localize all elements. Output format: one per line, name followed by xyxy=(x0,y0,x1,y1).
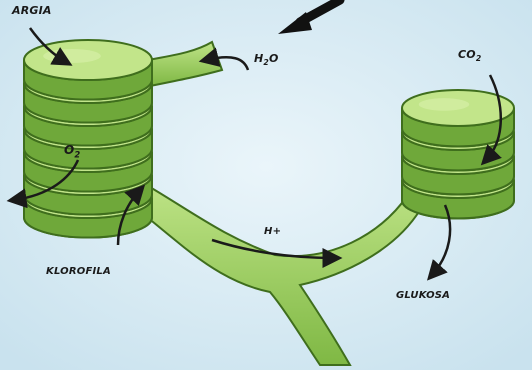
label-klorofila: KLOROFILA xyxy=(46,266,111,277)
label-co2: CO2 xyxy=(458,48,481,63)
label-co2-sub: 2 xyxy=(476,54,482,63)
label-h-plus: H+ xyxy=(264,226,281,237)
label-h2o-tail: O xyxy=(269,52,279,65)
label-o2-sub: 2 xyxy=(74,149,80,159)
label-co2-main: CO xyxy=(458,48,476,61)
thylakoid-disk xyxy=(24,40,152,100)
label-glukosa: GLUKOSA xyxy=(396,290,450,301)
granum-stack-left xyxy=(24,40,152,238)
granum-stack-right xyxy=(402,90,514,218)
label-argia: ARGIA xyxy=(12,4,52,17)
label-o2: O2 xyxy=(64,143,80,159)
label-o2-main: O xyxy=(64,143,74,157)
label-h2o: H2O xyxy=(254,52,279,67)
label-h2o-main: H xyxy=(254,52,263,65)
